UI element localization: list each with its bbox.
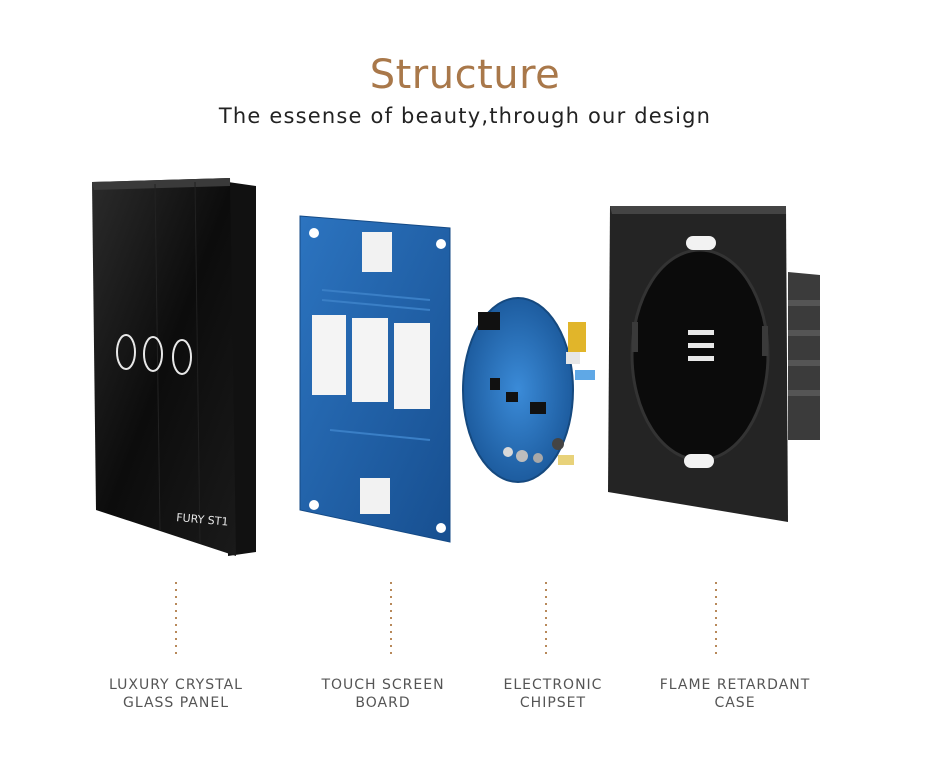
label-touch-board: TOUCH SCREEN BOARD xyxy=(293,676,473,712)
label-glass-panel: LUXURY CRYSTAL GLASS PANEL xyxy=(86,676,266,712)
brand-logo: FURY ST1 xyxy=(176,511,229,529)
label-glass-panel-line1: LUXURY CRYSTAL xyxy=(109,677,243,693)
label-case-line1: FLAME RETARDANT xyxy=(659,677,811,693)
touch-button-2-icon xyxy=(143,336,163,372)
touch-button-3-icon xyxy=(172,339,192,375)
label-chipset: ELECTRONIC CHIPSET xyxy=(463,676,643,712)
glass-panel: FURY ST1 xyxy=(92,178,256,556)
label-touch-board-line2: BOARD xyxy=(355,695,411,711)
label-chipset-line2: CHIPSET xyxy=(519,695,587,711)
touch-button-1-icon xyxy=(116,334,136,370)
label-glass-panel-line2: GLASS PANEL xyxy=(122,695,229,711)
page-subtitle: The essense of beauty,through our design xyxy=(218,104,712,128)
label-case: FLAME RETARDANT CASE xyxy=(645,676,825,712)
flame-retardant-case xyxy=(608,206,820,522)
electronic-chipset xyxy=(462,297,595,483)
page-title: Structure xyxy=(369,52,561,98)
label-chipset-line1: ELECTRONIC xyxy=(503,677,603,693)
label-touch-board-line1: TOUCH SCREEN xyxy=(321,677,445,693)
label-case-line2: CASE xyxy=(714,695,756,711)
touch-screen-board xyxy=(299,215,451,543)
